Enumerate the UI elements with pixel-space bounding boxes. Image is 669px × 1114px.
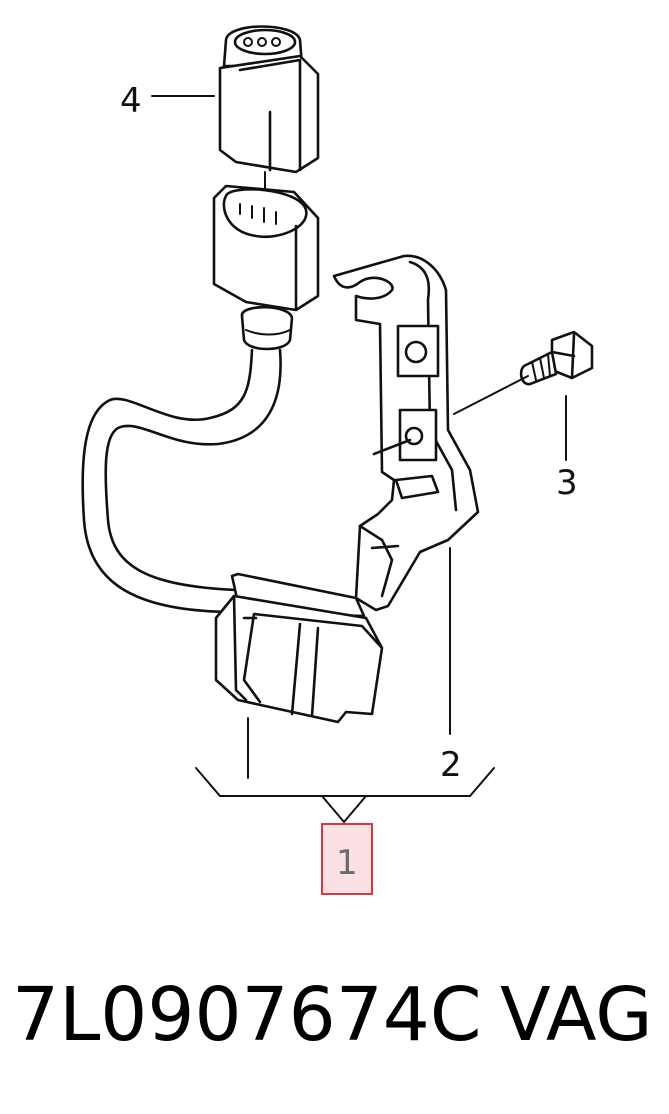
callout-4[interactable]: 4: [120, 81, 142, 121]
bracket-2: [332, 254, 480, 612]
connector-4-plug: [218, 25, 320, 174]
connector-socket: [212, 184, 320, 312]
bolt-3: [519, 330, 594, 386]
brand-name: VAG: [500, 972, 653, 1058]
part-number: 7L0907674C: [12, 972, 482, 1058]
callout-2[interactable]: 2: [440, 745, 462, 785]
cable-neck: [240, 305, 294, 351]
leader-lines: [151, 95, 567, 824]
wiring-harness-cable: [81, 348, 282, 614]
callout-3[interactable]: 3: [556, 463, 578, 503]
connector-main-bottom: [214, 572, 384, 724]
callout-1-highlight: [321, 823, 373, 895]
callout-1[interactable]: 1: [336, 843, 358, 883]
